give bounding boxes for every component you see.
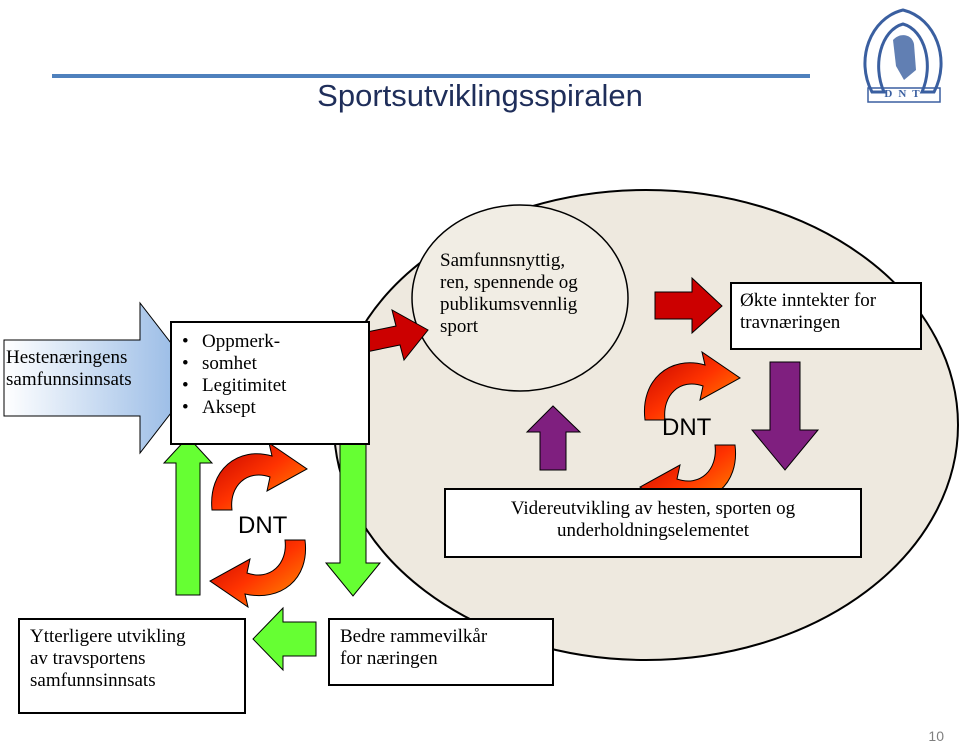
red-arrow-to-income xyxy=(654,276,723,335)
green-left-arrow xyxy=(252,606,317,672)
legitimacy-list: Oppmerk- somhet Legitimitet Aksept xyxy=(176,331,364,419)
bullet-item: Aksept xyxy=(176,397,364,419)
development-box-line: underholdningselementet xyxy=(556,520,750,541)
horse-horseshoe-logo-icon xyxy=(863,8,943,103)
samfunnsinnsats-arrow xyxy=(3,301,199,455)
development-box-line: Videreutvikling av hesten, sporten og xyxy=(510,498,796,519)
further-box-line: av travsportens xyxy=(30,648,146,669)
sport-circle-line: Samfunnsnyttig, xyxy=(440,250,566,271)
framework-box: Bedre rammevilkår for næringen xyxy=(328,618,554,686)
bullet-item: Legitimitet xyxy=(176,375,364,397)
samfunnsinnsats-label-line2: samfunnsinnsats xyxy=(6,369,132,390)
dnt-right-label: DNT xyxy=(662,414,712,441)
bullet-item: Oppmerk- xyxy=(176,331,364,353)
dnt-cycle-left-icon xyxy=(209,441,308,609)
logo-text: DNT xyxy=(884,88,926,100)
framework-box-line: Bedre rammevilkår xyxy=(340,626,488,647)
further-development-box: Ytterligere utvikling av travsportens sa… xyxy=(18,618,246,714)
page-number: 10 xyxy=(928,728,944,744)
framework-box-line: for næringen xyxy=(340,648,438,669)
income-box-line: travnæringen xyxy=(740,312,841,333)
sport-circle-text: Samfunnsnyttig, ren, spennende og publik… xyxy=(440,250,630,338)
red-arrow-to-circle xyxy=(361,309,429,362)
bullet-item-continuation: somhet xyxy=(176,353,364,375)
development-box: Videreutvikling av hesten, sporten og un… xyxy=(444,488,862,558)
green-up-arrow xyxy=(162,436,214,596)
samfunnsinnsats-label: Hestenæringens samfunnsinnsats xyxy=(6,347,146,391)
samfunnsinnsats-label-line1: Hestenæringens xyxy=(6,347,128,368)
legitimacy-box: Oppmerk- somhet Legitimitet Aksept xyxy=(170,321,370,445)
sport-circle-line: ren, spennende og xyxy=(440,272,578,293)
sport-circle-line: sport xyxy=(440,316,478,337)
purple-down-arrow xyxy=(750,361,820,471)
further-box-line: samfunnsinnsats xyxy=(30,670,156,691)
dnt-left-label: DNT xyxy=(238,512,288,539)
further-box-line: Ytterligere utvikling xyxy=(30,626,186,647)
page-title: Sportsutviklingsspiralen xyxy=(317,78,643,113)
title-rule xyxy=(52,74,810,78)
income-box-line: Økte inntekter for xyxy=(740,290,877,311)
sport-circle xyxy=(411,204,629,392)
bullet-item-continuation-text: somhet xyxy=(202,353,257,374)
income-box: Økte inntekter for travnæringen xyxy=(730,282,922,350)
green-down-arrow xyxy=(324,439,382,597)
purple-up-arrow xyxy=(525,405,582,471)
sport-circle-line: publikumsvennlig xyxy=(440,294,578,315)
